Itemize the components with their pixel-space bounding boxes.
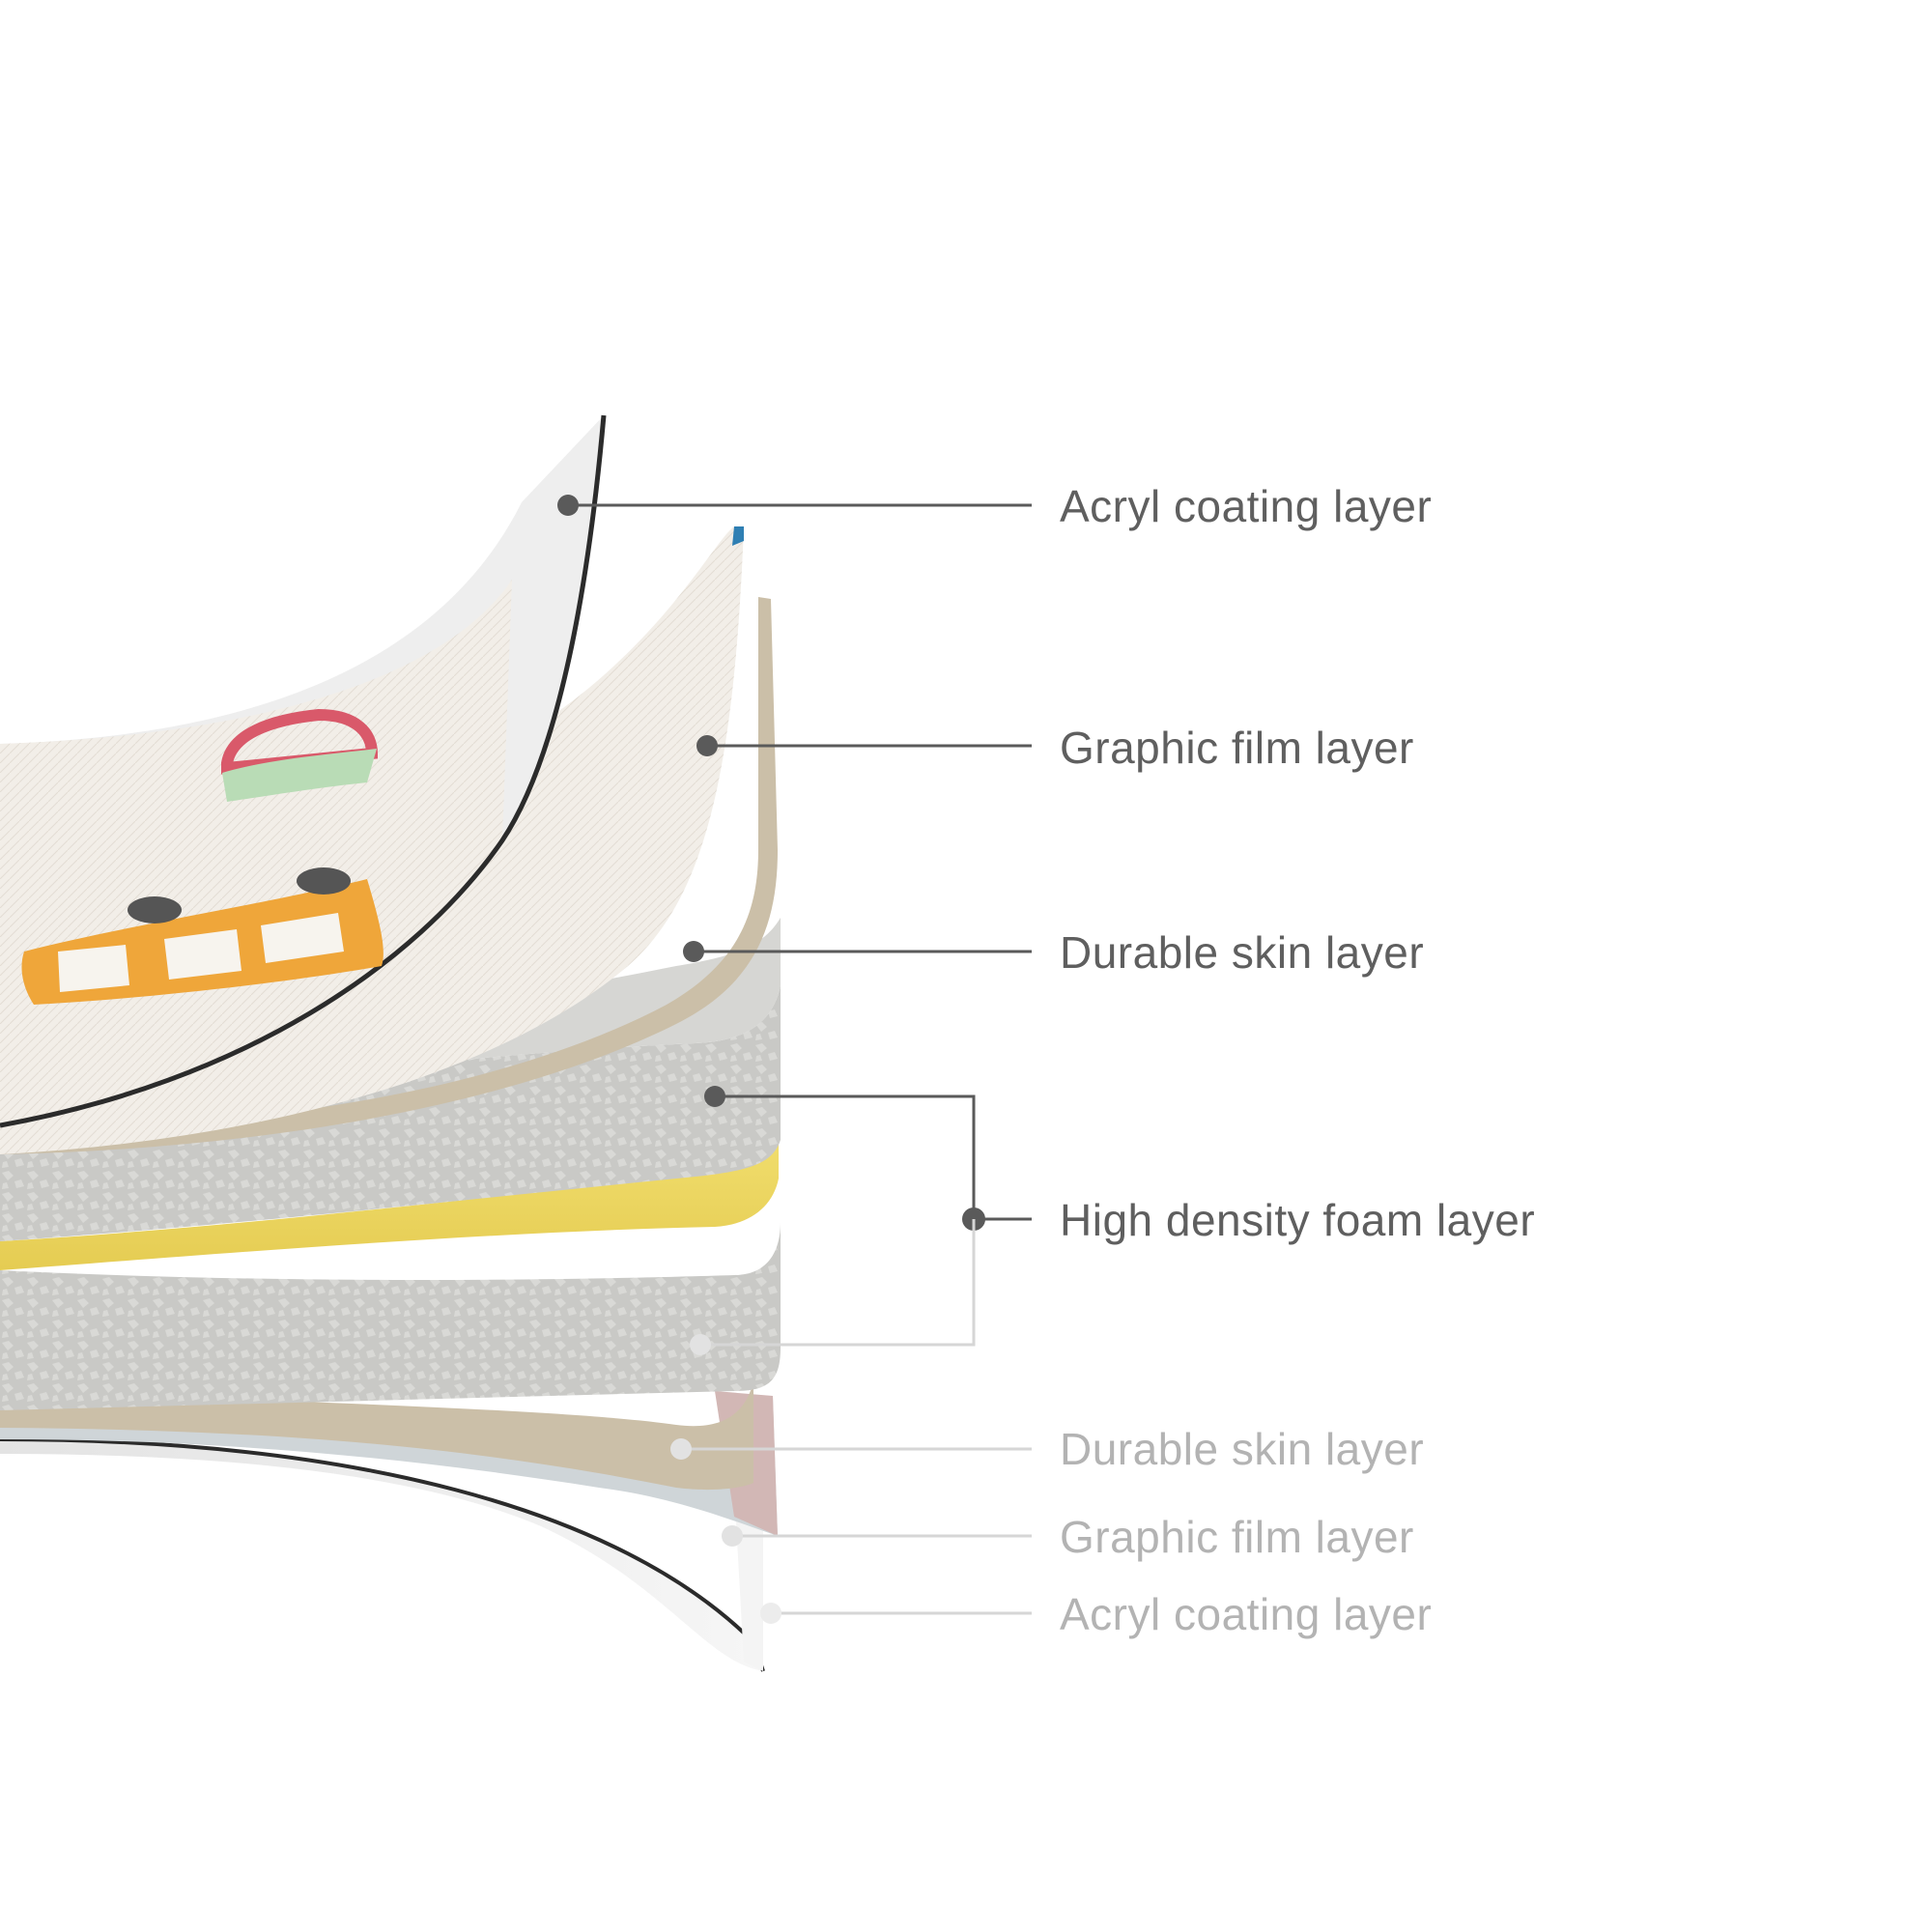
label-graphic-film-top: Graphic film layer [1060, 723, 1414, 773]
leader-graphic-bottom [722, 1525, 1032, 1547]
label-acryl-coating-top: Acryl coating layer [1060, 481, 1432, 531]
leader-graphic-top [696, 735, 1032, 756]
leader-skin-top [683, 941, 1032, 962]
label-graphic-film-bottom: Graphic film layer [1060, 1512, 1414, 1562]
leader-skin-bottom [670, 1438, 1032, 1460]
label-high-density-foam: High density foam layer [1060, 1195, 1535, 1245]
car-illustration-icon [221, 708, 379, 802]
bus-illustration-icon [21, 867, 384, 1005]
bottom-durable-skin-sheet [0, 1381, 753, 1491]
leader-acryl-bottom [760, 1603, 1032, 1624]
label-acryl-coating-bottom: Acryl coating layer [1060, 1589, 1432, 1639]
label-durable-skin-top: Durable skin layer [1060, 927, 1424, 978]
label-durable-skin-bottom: Durable skin layer [1060, 1424, 1424, 1474]
leader-acryl-top [557, 495, 1032, 516]
leader-foam [690, 1086, 1032, 1355]
